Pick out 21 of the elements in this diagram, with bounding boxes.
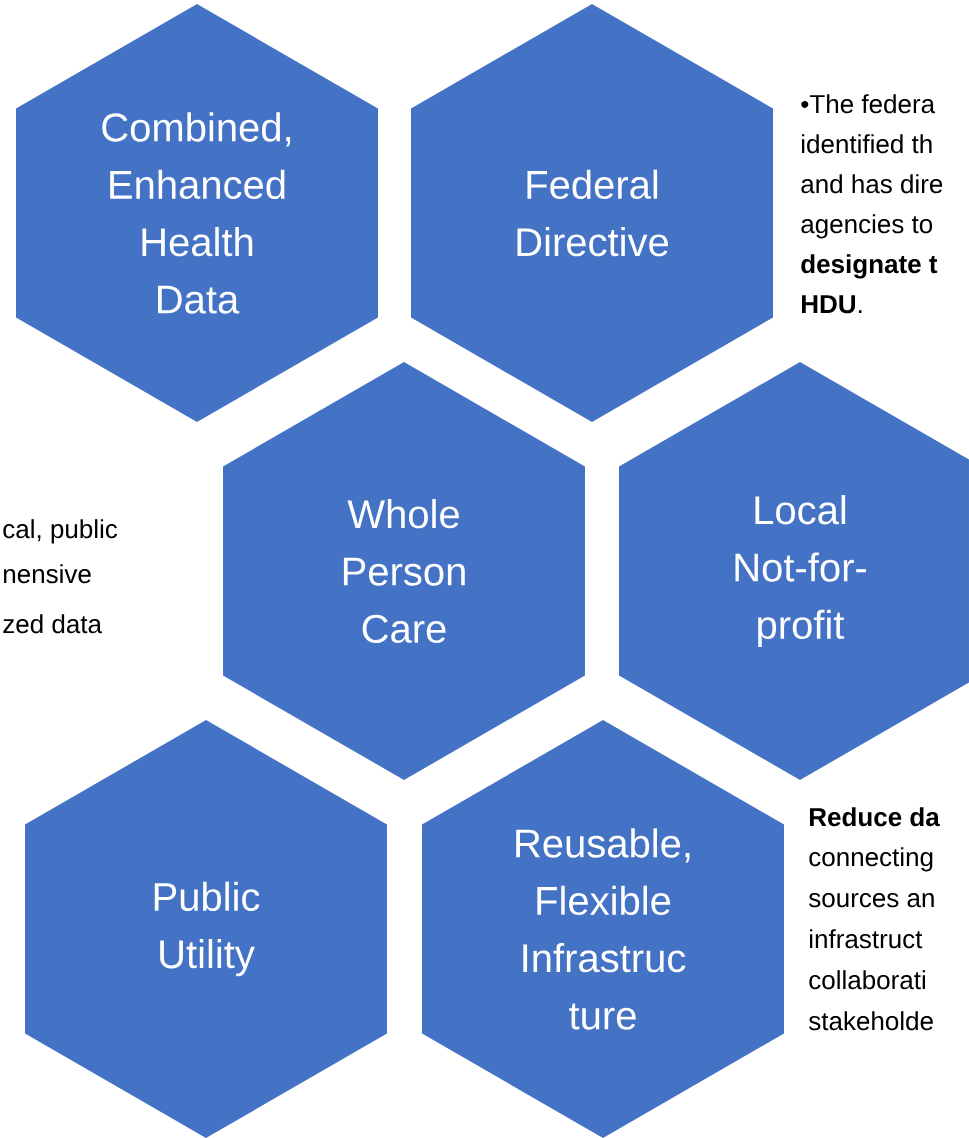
side-text: connecting bbox=[809, 847, 933, 872]
side-text: identified th bbox=[802, 134, 932, 154]
hexagon: Local Not-for- profit bbox=[619, 362, 969, 780]
side-text: HDU. bbox=[802, 295, 862, 314]
hexagon: Public Utility bbox=[25, 720, 387, 1138]
side-text: sources an bbox=[809, 893, 934, 908]
hexagon: Whole Person Care bbox=[223, 362, 585, 780]
side-text: collaborati bbox=[809, 970, 925, 990]
side-text: and has dire bbox=[801, 174, 943, 194]
hexagon: Reusable, Flexible Infrastruc ture bbox=[422, 720, 784, 1138]
side-text: designate t bbox=[801, 254, 938, 279]
side-text: infrastruct bbox=[810, 929, 923, 949]
hexagon: Federal Directive bbox=[411, 4, 773, 422]
side-text: stakeholde bbox=[809, 1011, 933, 1031]
side-text: zed data bbox=[3, 614, 102, 634]
side-text: agencies to bbox=[801, 214, 933, 239]
hexagon: Combined, Enhanced Health Data bbox=[16, 4, 378, 422]
side-text: nensive bbox=[4, 564, 91, 584]
side-text: cal, public bbox=[3, 519, 118, 544]
side-text: •The federa bbox=[801, 94, 936, 114]
side-text: Reduce da bbox=[810, 807, 940, 827]
